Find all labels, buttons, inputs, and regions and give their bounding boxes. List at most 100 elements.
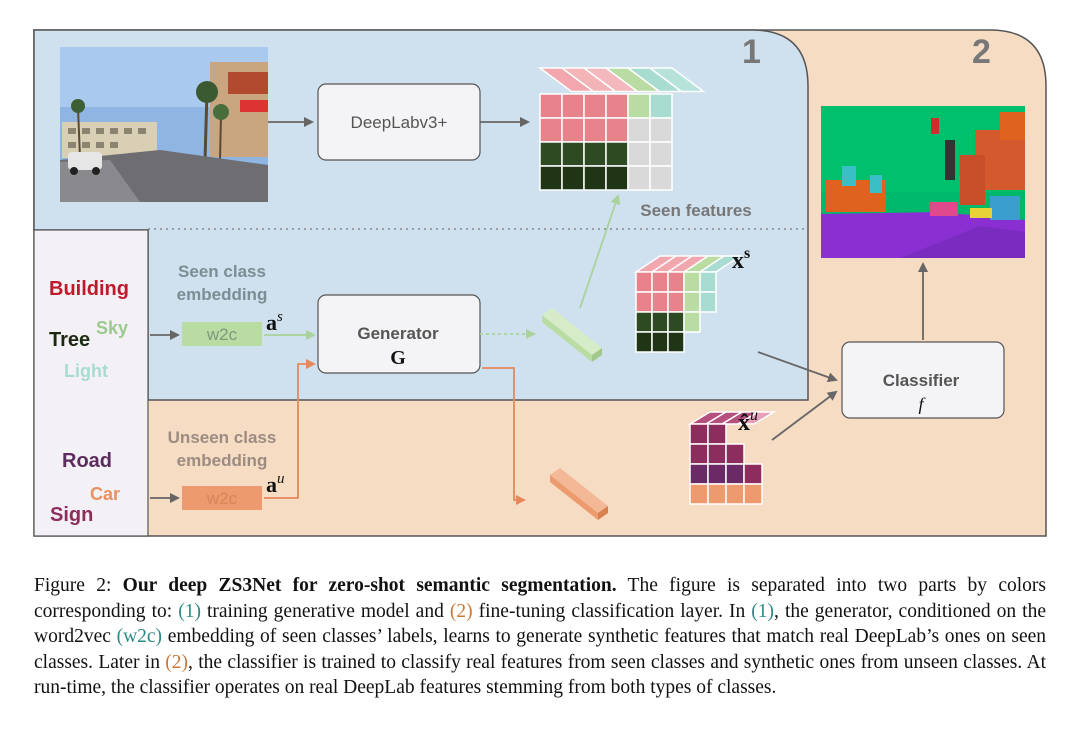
cube-front-cell: [539, 93, 563, 119]
caption-prefix: Figure 2:: [34, 575, 123, 596]
unseen-class-car: Car: [90, 484, 120, 504]
cube-front-cell: [583, 117, 607, 143]
figure-caption: Figure 2: Our deep ZS3Net for zero-shot …: [34, 573, 1046, 701]
cube-front-cell: [583, 141, 607, 167]
xs-cube-cell: [667, 271, 685, 293]
xu-cube-cell: [707, 443, 727, 465]
xs-cube-cell: [651, 331, 669, 353]
xs-cube-cell: [651, 311, 669, 333]
caption-text-2: training generative model and: [200, 600, 450, 622]
xs-cube-cell: [699, 271, 717, 293]
unseen-embedding-label-line1: Unseen class: [168, 428, 277, 447]
unseen-embedding-label-line2: embedding: [177, 451, 268, 470]
deeplab-label: DeepLabv3+: [351, 113, 448, 132]
segmentation-output: [821, 106, 1025, 258]
deeplab-box: DeepLabv3+: [317, 83, 481, 161]
cube-front-cell: [627, 117, 651, 143]
arrow-xs-to-classifier: [757, 351, 838, 383]
cube-front-cell: [605, 165, 629, 191]
xs-cube-cell: [683, 271, 701, 293]
synthetic-unseen-feature: [550, 468, 608, 520]
xs-feature-cube: [633, 255, 743, 353]
seen-class-sky: Sky: [96, 318, 128, 338]
cube-front-cell: [649, 117, 673, 143]
arrow-unseen-w2c-to-generator: [264, 359, 316, 499]
part-number-1: 1: [742, 33, 761, 71]
w2c-unseen-label: w2c: [206, 489, 238, 508]
xu-symbol: x̂u: [738, 407, 758, 436]
seen-features-cube: [537, 67, 706, 191]
seen-embedding-label-line1: Seen class: [178, 262, 266, 281]
caption-ref-5: (2): [165, 651, 189, 673]
unseen-class-road: Road: [62, 450, 112, 472]
classifier-box: Classifier f: [841, 341, 1005, 419]
cube-front-cell: [627, 141, 651, 167]
classifier-symbol: f: [918, 394, 926, 414]
xs-cube-cell: [635, 311, 653, 333]
arrow-generator-to-unseen-synthetic: [482, 367, 526, 505]
cube-front-cell: [605, 93, 629, 119]
cube-front-cell: [561, 141, 585, 167]
xu-feature-cube: [687, 411, 777, 505]
xs-cube-cell: [651, 291, 669, 313]
cube-front-cell: [539, 117, 563, 143]
caption-ref-4: (w2c): [116, 626, 163, 648]
zs3net-figure: 1 2 DeepLabv3+: [33, 29, 1047, 537]
cube-front-cell: [605, 117, 629, 143]
xs-cube-cell: [667, 311, 685, 333]
unseen-class-sign: Sign: [50, 504, 93, 526]
cube-front-cell: [561, 117, 585, 143]
xu-cube-cell: [689, 443, 709, 465]
cube-front-cell: [649, 165, 673, 191]
cube-front-cell: [583, 93, 607, 119]
seen-embedding-label-line2: embedding: [177, 285, 268, 304]
caption-title: Our deep ZS3Net for zero-shot semantic s…: [122, 575, 617, 596]
cube-front-cell: [649, 93, 673, 119]
seen-class-light: Light: [64, 361, 108, 381]
caption-text-4: , the generator, conditioned on the word…: [34, 600, 1046, 648]
cube-front-cell: [561, 93, 585, 119]
street-photo: [60, 47, 268, 202]
generator-box: Generator G: [317, 294, 481, 374]
xs-cube-cell: [635, 271, 653, 293]
cube-front-cell: [583, 165, 607, 191]
xs-cube-cell: [635, 291, 653, 313]
xu-cube-cell: [689, 463, 709, 485]
generator-symbol: G: [390, 347, 406, 369]
part-number-2: 2: [972, 33, 991, 71]
w2c-seen-box: [182, 322, 262, 346]
xs-cube-cell: [651, 271, 669, 293]
xs-cube-cell: [683, 311, 701, 333]
w2c-seen-label: w2c: [206, 325, 238, 344]
xu-cube-cell: [743, 483, 763, 505]
xu-cube-cell: [725, 443, 745, 465]
xu-cube-cell: [707, 483, 727, 505]
xs-cube-cell: [683, 291, 701, 313]
xu-cube-cell: [689, 423, 709, 445]
cube-front-cell: [539, 141, 563, 167]
xu-cube-cell: [725, 463, 745, 485]
seen-features-label: Seen features: [640, 201, 752, 220]
xu-cube-cell: [707, 423, 727, 445]
cube-front-cell: [627, 93, 651, 119]
generator-label: Generator: [357, 324, 439, 343]
xs-cube-cell: [699, 291, 717, 313]
xu-cube-cell: [689, 483, 709, 505]
w2c-unseen-box: [182, 486, 262, 510]
xu-cube-top: [735, 411, 777, 425]
cube-front-cell: [539, 165, 563, 191]
caption-text-5: embedding of seen classes’ labels, learn…: [34, 626, 1046, 673]
a-unseen-symbol: au: [266, 471, 285, 497]
xu-cube-cell: [707, 463, 727, 485]
cube-front-cell: [561, 165, 585, 191]
synthetic-seen-feature: [542, 308, 602, 362]
caption-ref-1: (1): [178, 600, 201, 622]
caption-ref-3: (1): [751, 600, 775, 622]
xu-cube-cell: [725, 483, 745, 505]
a-seen-symbol: as: [266, 309, 283, 335]
arrow-xu-to-classifier: [771, 390, 838, 441]
xs-symbol: xs: [732, 245, 750, 274]
caption-text-3: fine-tuning classification layer. In: [472, 600, 752, 622]
cube-front-cell: [627, 165, 651, 191]
classifier-label: Classifier: [883, 371, 960, 390]
